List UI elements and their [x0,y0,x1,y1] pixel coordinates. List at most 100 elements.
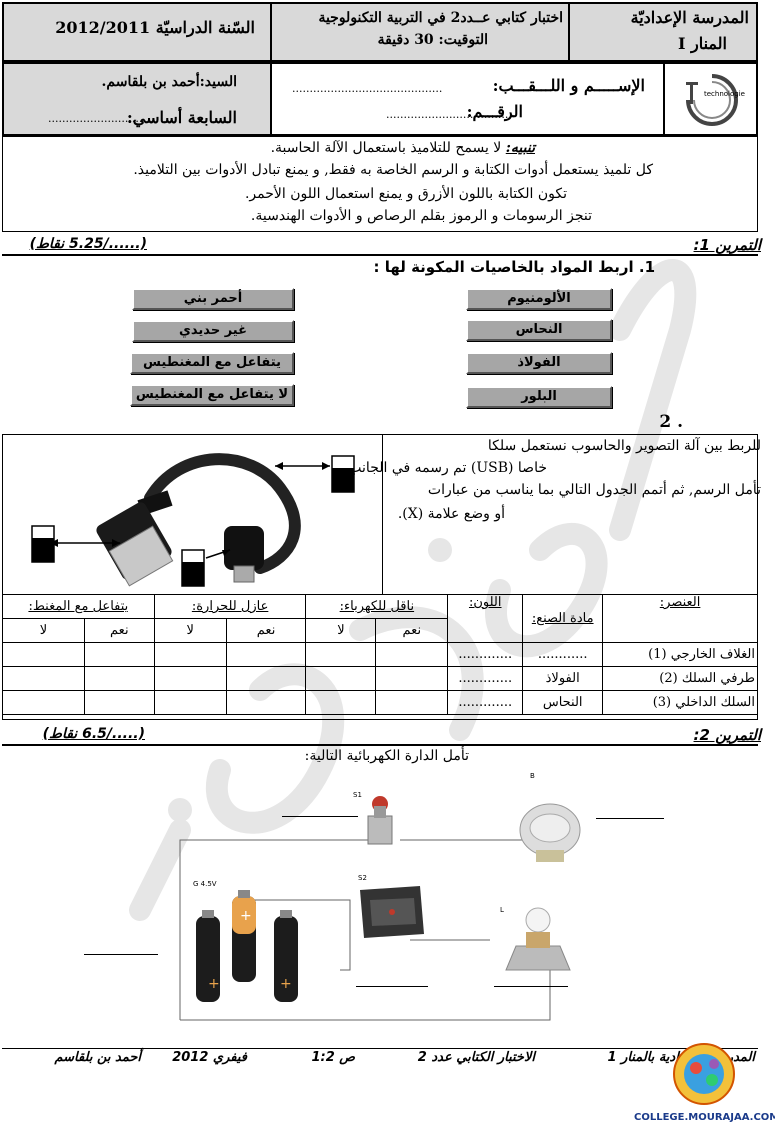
lamp-l [505,907,571,971]
sub-yes: نعم [375,618,449,643]
header-student-box [270,62,665,136]
number-label: الرقـــم: [466,102,523,121]
label-l: L [500,906,504,914]
table-cell[interactable] [225,642,307,667]
material-cell[interactable]: ............ [522,642,604,667]
number-field[interactable]: ................................... [386,108,509,121]
header-element: العنصر: [602,594,758,643]
label-b: B [530,772,535,780]
color-cell[interactable]: ............. [447,690,524,715]
notice-title: تنبيه: [505,140,535,156]
sub-yes: نعم [225,618,307,643]
usb-frame-divider [382,434,383,594]
element-cell: السلك الداخلي (3) [602,690,758,715]
exercise1-score: (....../5.25 نقاط) [29,236,147,252]
label-g: G 4.5V [193,880,217,888]
q2-text-line1: للربط بين آلة التصوير والحاسوب نستعمل سل… [487,438,761,454]
properties-table: يتفاعل مع المغنط: عازل للحرارة: ناقل للك… [2,594,758,715]
label-s2: S2 [358,874,367,882]
answer-blank-s1[interactable] [282,816,358,817]
name-field[interactable]: ........................................… [292,82,443,95]
material-aluminum[interactable]: الألومنيوم [466,288,612,310]
property-magnetic[interactable]: يتفاعل مع المغنطيس [130,352,294,374]
school-line2: المنار I [677,34,727,53]
property-red-brown[interactable]: أحمر بني [132,288,294,310]
exercise1-title: التمرين 1: [693,236,761,254]
school-year: السّنة الدراسيّة 2012/2011 [55,18,255,37]
class-dots[interactable]: ........................... [48,112,143,125]
header-heat-insulator: عازل للحرارة: [153,594,307,619]
table-cell[interactable] [305,690,377,715]
header-color: اللون: [447,594,524,643]
table-cell[interactable] [375,690,449,715]
sub-no: لا [305,618,377,643]
table-cell[interactable] [153,666,227,691]
table-cell[interactable] [225,666,307,691]
school-line1: المدرسة الإعداديّة [630,8,749,27]
logo-box [663,62,758,136]
site-url[interactable]: COLLEGE.MOURAJAA.COM [634,1112,775,1123]
table-cell[interactable] [153,690,227,715]
circuit-diagram: + + + [179,796,581,1021]
logo-text: technologie [704,90,745,98]
exercise2-score: (...../6.5 نقاط) [42,726,145,742]
svg-text:+: + [240,908,252,924]
answer-blank-l[interactable] [494,986,568,987]
header-year-box [2,2,272,62]
material-cell: الفولاذ [522,666,604,691]
notice-line1: تنبيه: لا يسمح للتلاميذ باستعمال الآلة ا… [271,140,535,156]
answer-blank-b[interactable] [596,818,664,819]
footer-page: ص 1:2 [311,1050,355,1065]
usb-frame [2,434,758,720]
color-cell[interactable]: ............. [447,642,524,667]
exam-duration: التوقيت: 30 دقيقة [377,32,488,48]
buzzer-b [519,803,581,862]
notice-text1: لا يسمح للتلاميذ باستعمال الآلة الحاسبة. [270,140,502,156]
table-cell[interactable] [83,666,155,691]
q2-text-line3: تأمل الرسم, ثم أتمم الجدول التالي بما ين… [427,482,761,498]
material-copper[interactable]: النحاس [466,319,612,341]
exercise2-intro: تأمل الدارة الكهربائية التالية: [304,748,469,764]
table-cell[interactable] [375,642,449,667]
table-cell[interactable] [375,666,449,691]
q2-text-line2: خاصا (USB) تم رسمه في الجانب. [343,460,547,476]
notice-box [2,136,758,232]
header-material: مادة الصنع: [522,594,604,643]
table-cell[interactable] [83,690,155,715]
table-cell[interactable] [153,642,227,667]
material-steel[interactable]: الفولاذ [466,352,612,374]
table-cell[interactable] [2,642,85,667]
table-cell[interactable] [2,690,85,715]
table-cell[interactable] [83,642,155,667]
push-button-s1 [367,796,393,845]
table-cell[interactable] [2,666,85,691]
table-cell[interactable] [305,666,377,691]
property-non-magnetic[interactable]: لا يتفاعل مع المغنطيس [130,384,294,406]
exercise1-divider [2,254,758,256]
sub-no: لا [153,618,227,643]
property-non-ferrous[interactable]: غير حديدي [132,320,294,342]
svg-text:+: + [208,976,220,992]
footer-line [2,1048,758,1049]
answer-blank-g[interactable] [84,954,158,955]
header-teacher-box [2,62,272,136]
q2-text-line4: أو وضع علامة (X). [397,506,505,522]
table-cell[interactable] [305,642,377,667]
usb-cable-drawing [31,453,355,587]
footer-date: فيفري 2012 [172,1050,247,1065]
material-cell: النحاس [522,690,604,715]
material-glass[interactable]: البلور [466,386,612,408]
exercise1-q1: 1. اربط المواد بالخاصيات المكونة لها : [373,258,655,276]
name-label: الإســـــم و اللـــقـــب: [492,76,645,95]
sub-no: لا [2,618,85,643]
svg-text:+: + [280,976,292,992]
notice-line2: كل تلميذ يستعمل أدوات الكتابة و الرسم ال… [133,162,653,178]
answer-blank-s2[interactable] [356,986,428,987]
header-exam-box [270,2,570,62]
table-cell[interactable] [225,690,307,715]
color-cell[interactable]: ............. [447,666,524,691]
notice-line3: تكون الكتابة باللون الأزرق و يمنع استعما… [244,186,567,202]
site-logo [673,1043,735,1105]
label-s1: S1 [353,791,362,799]
element-cell: طرفي السلك (2) [602,666,758,691]
